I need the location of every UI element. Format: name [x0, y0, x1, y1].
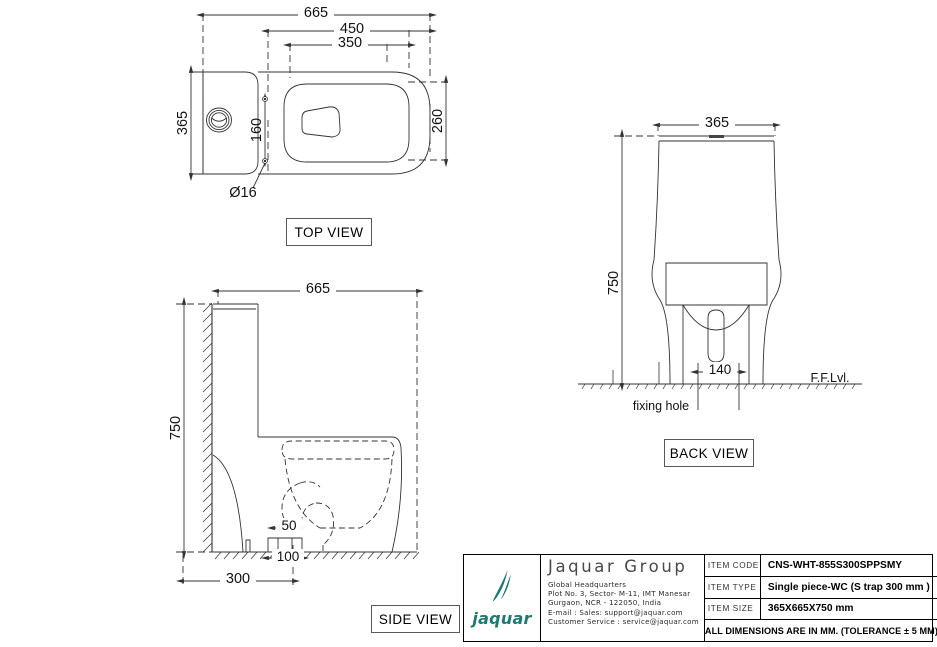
dim-side-300: 300 [226, 571, 250, 587]
dim-top-160: 160 [249, 118, 265, 142]
spec-row-tolerance-note: ALL DIMENSIONS ARE IN MM. (TOLERANCE ± 5… [705, 620, 937, 641]
top-view-geometry [188, 12, 449, 189]
view-label-top-text: TOP VIEW [294, 224, 364, 240]
dim-top-350: 350 [338, 35, 362, 51]
jaquar-wordmark-icon: jaquar [469, 609, 532, 628]
side-view-geometry [175, 288, 425, 588]
dim-back-140: 140 [709, 362, 732, 377]
tolerance-note: ALL DIMENSIONS ARE IN MM. (TOLERANCE ± 5… [704, 625, 937, 636]
annotation-fixing-hole: fixing hole [633, 399, 689, 413]
dim-back-750: 750 [606, 271, 622, 295]
view-label-side-text: SIDE VIEW [378, 611, 453, 627]
dim-top-260: 260 [430, 109, 446, 133]
spec-key-item-code: ITEM CODE [705, 555, 761, 576]
address-line-5: Customer Service : service@jaquar.com [548, 617, 699, 627]
spec-row-item-code: ITEM CODE CNS-WHT-855S300SPPSMY [704, 555, 937, 577]
brand-name: Jaquar Group [548, 557, 688, 576]
title-block: jaquar Jaquar Group Global Headquarters … [463, 554, 937, 642]
back-view-geometry [578, 122, 862, 410]
annotation-floor-level: F.F.Lvl. [811, 371, 850, 385]
spec-value-item-type: Single piece-WC (S trap 300 mm ) [767, 581, 930, 593]
address-line-2: Plot No. 3, Sector- M-11, IMT Manesar [548, 588, 691, 598]
jaquar-swoosh-icon [492, 569, 511, 602]
spec-key-item-type: ITEM TYPE [705, 576, 761, 598]
address-line-4: E-mail : Sales: support@jaquar.com [548, 607, 683, 617]
spec-row-item-size: ITEM SIZE 365X665X750 mm [704, 598, 937, 621]
dim-side-750: 750 [168, 416, 184, 440]
brand-logo: jaquar [464, 555, 541, 641]
view-label-back-text: BACK VIEW [669, 445, 749, 461]
spec-value-item-code: CNS-WHT-855S300SPPSMY [767, 559, 903, 571]
svg-text:jaquar: jaquar [469, 609, 532, 628]
spec-row-item-type: ITEM TYPE Single piece-WC (S trap 300 mm… [704, 576, 937, 599]
spec-value-item-size: 365X665X750 mm [767, 603, 854, 615]
view-label-side: SIDE VIEW [371, 605, 460, 633]
dim-side-665: 665 [306, 281, 330, 297]
dim-side-100: 100 [277, 549, 300, 564]
dim-top-450: 450 [340, 21, 364, 37]
dim-top-365: 365 [175, 111, 191, 135]
dim-top-hole-dia: Ø16 [229, 185, 256, 201]
spec-key-item-size: ITEM SIZE [705, 598, 761, 620]
dim-back-365: 365 [705, 115, 729, 131]
view-label-back: BACK VIEW [664, 439, 754, 467]
dim-side-50: 50 [281, 518, 296, 533]
brand-address-block: Jaquar Group Global Headquarters Plot No… [541, 555, 705, 641]
address-line-1: Global Headquarters [548, 579, 627, 589]
specification-table: ITEM CODE CNS-WHT-855S300SPPSMY ITEM TYP… [704, 555, 937, 641]
dim-top-665: 665 [304, 5, 328, 21]
address-line-3: Gurgaon, NCR - 122050, India [548, 598, 662, 608]
view-label-top: TOP VIEW [286, 218, 372, 246]
